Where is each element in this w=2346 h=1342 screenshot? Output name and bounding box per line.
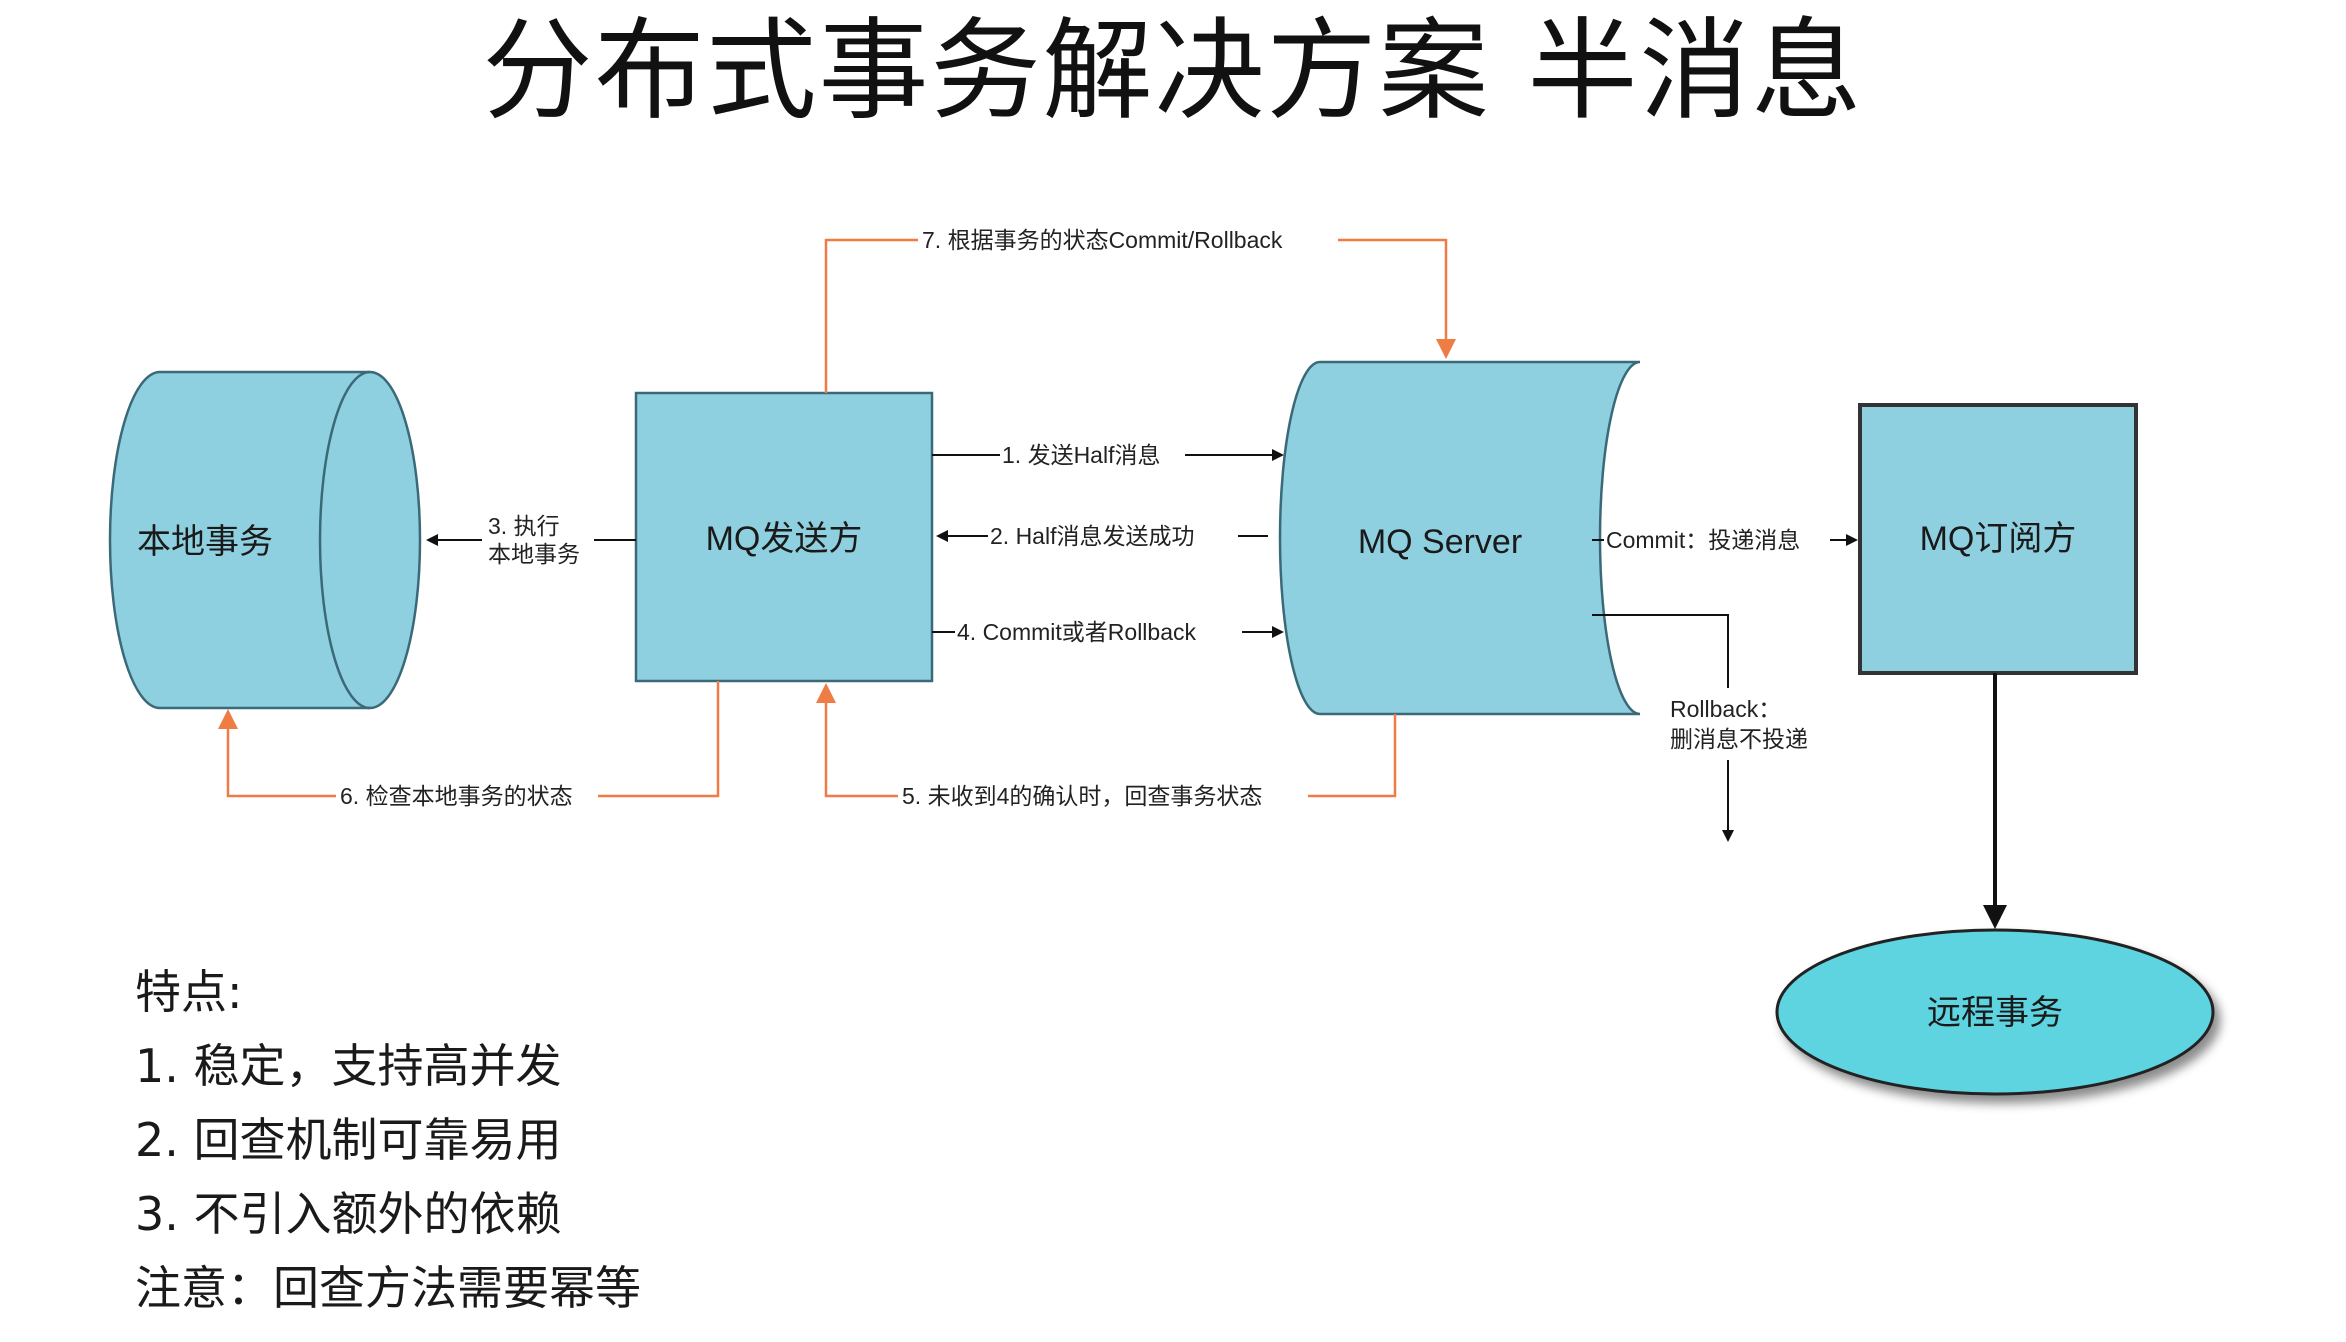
edge-label-step2: 2. Half消息发送成功 — [990, 523, 1194, 549]
remote-transaction-node: 远程事务 — [1775, 928, 2215, 1096]
notes-heading: 特点: — [135, 965, 243, 1019]
mq-server-label: MQ Server — [1358, 523, 1522, 561]
notes-caution: 注意：回查方法需要幂等 — [135, 1261, 641, 1315]
edge-label-step6: 6. 检查本地事务的状态 — [340, 783, 573, 809]
edge-execute-local-transaction: 3. 执行 本地事务 — [426, 513, 636, 567]
edge-label-rollback-line2: 删消息不投递 — [1670, 726, 1808, 752]
edge-commit-deliver: Commit：投递消息 — [1592, 527, 1858, 553]
edge-send-half-message: 1. 发送Half消息 — [932, 442, 1284, 468]
edge-check-local-status: 6. 检查本地事务的状态 — [218, 681, 720, 809]
note-item: 3. 不引入额外的依赖 — [135, 1187, 562, 1241]
features-notes: 特点: 1. 稳定，支持高并发 2. 回查机制可靠易用 3. 不引入额外的依赖 … — [135, 955, 641, 1325]
edge-label-commit: Commit：投递消息 — [1606, 527, 1800, 553]
mq-subscriber-node: MQ订阅方 — [1858, 403, 2138, 675]
edge-label-step5: 5. 未收到4的确认时，回查事务状态 — [902, 783, 1262, 809]
edge-commit-or-rollback: 4. Commit或者Rollback — [932, 619, 1284, 645]
mq-sender-node: MQ发送方 — [634, 391, 934, 683]
local-transaction-label: 本地事务 — [137, 523, 273, 561]
remote-transaction-label: 远程事务 — [1927, 994, 2063, 1032]
edge-label-step7: 7. 根据事务的状态Commit/Rollback — [922, 227, 1283, 253]
edge-label-rollback-line1: Rollback： — [1670, 696, 1781, 722]
edge-check-back-status: 5. 未收到4的确认时，回查事务状态 — [816, 683, 1397, 809]
note-item: 1. 稳定，支持高并发 — [135, 1039, 562, 1093]
edge-rollback-delete: Rollback： 删消息不投递 — [1592, 614, 1844, 842]
edge-label-step3-line1: 3. 执行 — [488, 513, 560, 539]
note-item: 2. 回查机制可靠易用 — [135, 1113, 562, 1167]
mq-subscriber-label: MQ订阅方 — [1920, 520, 2077, 558]
mq-sender-label: MQ发送方 — [706, 520, 863, 558]
page-title: 分布式事务解决方案 半消息 — [482, 7, 1864, 135]
local-transaction-node: 本地事务 — [108, 370, 422, 710]
edge-commit-rollback-by-state: 7. 根据事务的状态Commit/Rollback — [824, 227, 1456, 393]
edge-half-send-success: 2. Half消息发送成功 — [936, 523, 1268, 549]
mq-server-node: MQ Server — [1278, 360, 1641, 716]
edge-label-step1: 1. 发送Half消息 — [1002, 442, 1160, 468]
edge-label-step4: 4. Commit或者Rollback — [957, 619, 1196, 645]
edge-label-step3-line2: 本地事务 — [488, 541, 580, 567]
